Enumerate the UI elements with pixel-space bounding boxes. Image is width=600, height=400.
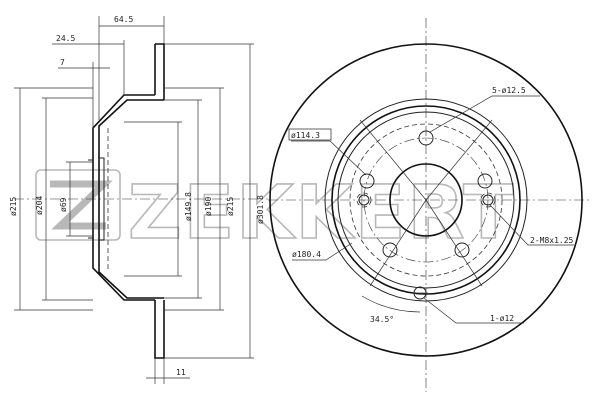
- pilot-label: ø180.4: [292, 250, 321, 259]
- disc-outer-edge: [269, 43, 583, 357]
- rotor-ring-top: [154, 43, 165, 100]
- dim-24-5-label: 24.5: [56, 34, 75, 43]
- bolt-hole: [359, 173, 375, 189]
- side-section-view: 64.5 24.5 7 11 ø215 ø204 ø69 ø149.8: [9, 15, 268, 384]
- angle-arc: [361, 295, 421, 313]
- disc-friction-inner: [324, 98, 528, 302]
- radial-line: [425, 119, 493, 201]
- hat-profile-top: [92, 94, 164, 150]
- hat-face: [92, 148, 100, 250]
- radial-line: [359, 119, 427, 201]
- radial-line: [369, 199, 427, 287]
- bolt-holes-label: 5-ø12.5: [492, 86, 526, 95]
- disc-hat-inner: [337, 111, 515, 289]
- hat-profile-bottom: [92, 248, 164, 301]
- leader-pilot: [292, 242, 353, 261]
- dia-215-right-label: ø215: [226, 197, 235, 216]
- center-bore: [389, 163, 463, 237]
- threaded-hole: [358, 194, 370, 206]
- rotor-ring-bottom: [154, 300, 165, 359]
- dia-190-label: ø190: [204, 197, 213, 216]
- dim-64-5-label: 64.5: [114, 15, 133, 24]
- pcd-circle: [363, 137, 489, 263]
- radial-line: [425, 199, 483, 287]
- threaded-hole-thread: [480, 192, 496, 208]
- leader-threaded: [489, 204, 574, 246]
- dia-301-8-label: ø301.8: [256, 195, 265, 224]
- dim-11-label: 11: [176, 368, 186, 377]
- disc-hidden-ring: [349, 123, 503, 277]
- locator-label: 1-ø12: [490, 314, 514, 323]
- dia-69-label: ø69: [59, 197, 68, 212]
- leader-locator: [423, 297, 524, 324]
- watermark-logo-text: ZEKKERT: [128, 170, 516, 256]
- bolt-hole: [418, 130, 434, 146]
- threaded-hole-thread: [356, 192, 372, 208]
- bolt-hole: [454, 242, 470, 258]
- watermark-z-mark: [50, 180, 113, 230]
- bolt-hole: [477, 173, 493, 189]
- threaded-label: 2-M8x1.25: [530, 236, 574, 245]
- bolt-hole: [382, 242, 398, 258]
- hub-inner-lines: [88, 157, 105, 241]
- zekkert-watermark: ZEKKERT: [35, 169, 516, 257]
- pcd-label: ø114.3: [291, 131, 320, 140]
- watermark-logo-box: [35, 169, 121, 241]
- threaded-hole: [482, 194, 494, 206]
- leader-bolt-holes: [429, 95, 540, 133]
- front-view: 5-ø12.5 ø114.3 2-M8x1.25 ø180.4 34.5° 1-…: [268, 18, 590, 392]
- dia-215-left-label: ø215: [9, 197, 18, 216]
- leader-pcd: [291, 140, 367, 176]
- angle-label: 34.5°: [370, 315, 394, 324]
- dia-149-8-label: ø149.8: [184, 192, 193, 221]
- dim-7-label: 7: [60, 58, 65, 67]
- dia-204-label: ø204: [35, 196, 44, 215]
- pcd-label-box: [288, 128, 332, 141]
